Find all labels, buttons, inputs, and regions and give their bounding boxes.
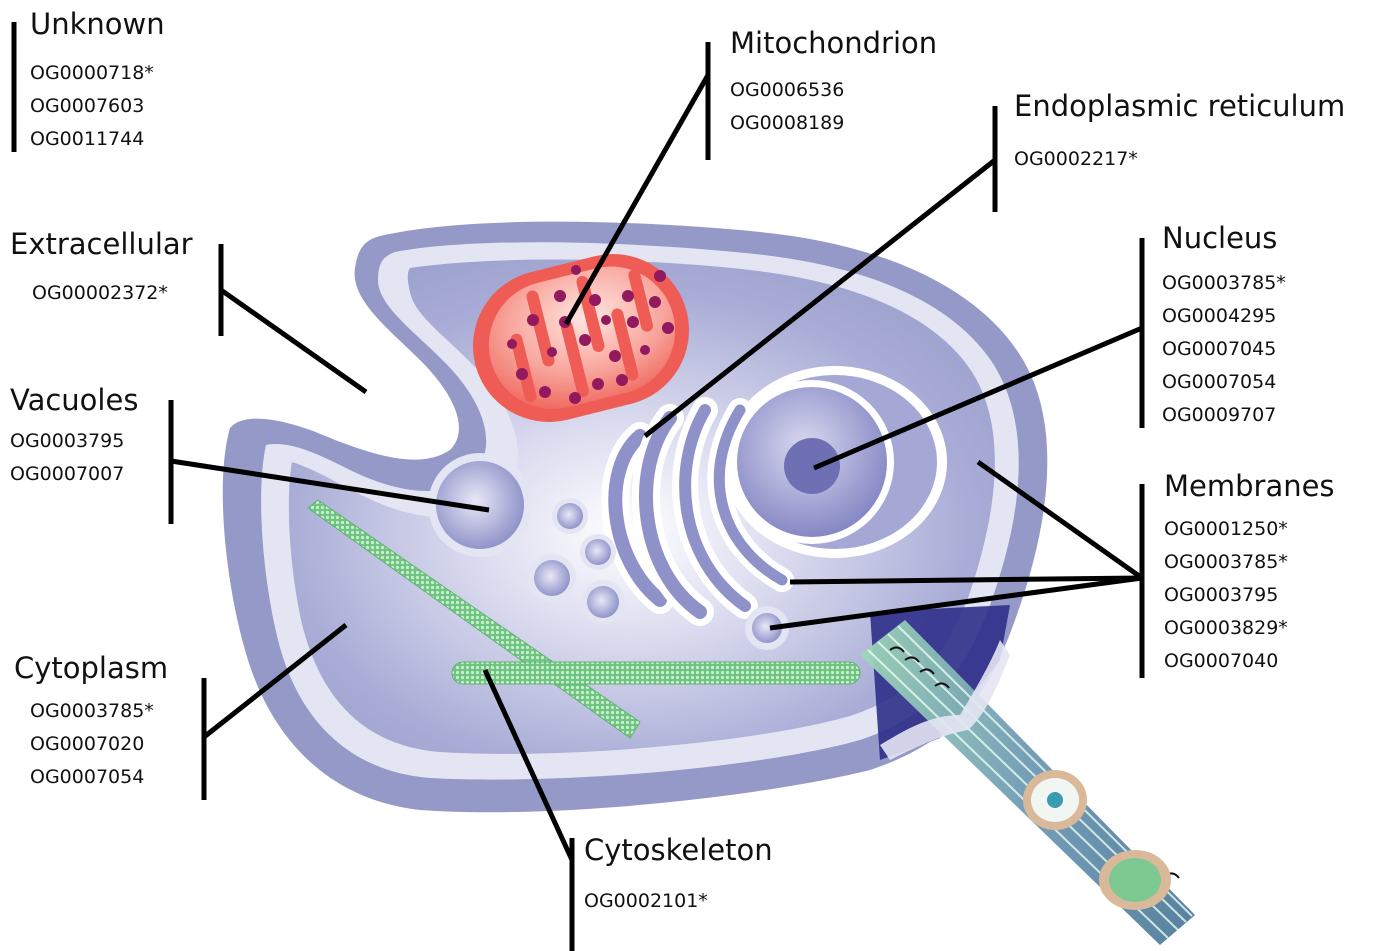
compartment-title: Unknown — [30, 10, 165, 39]
id-item: OG0007040 — [1164, 645, 1335, 678]
label-unknown: Unknown OG0000718* OG0007603 OG0011744 — [30, 10, 165, 156]
id-item: OG0007054 — [30, 761, 168, 794]
compartment-title: Cytoplasm — [14, 654, 168, 683]
id-list: OG0003795 OG0007007 — [10, 425, 138, 491]
compartment-title: Membranes — [1164, 472, 1335, 501]
label-cytoplasm: Cytoplasm OG0003785* OG0007020 OG0007054 — [14, 654, 168, 794]
id-item: OG0007054 — [1162, 366, 1286, 399]
id-item: OG0001250* — [1164, 513, 1335, 546]
id-item: OG0003785* — [1164, 546, 1335, 579]
id-item: OG0003795 — [1164, 579, 1335, 612]
compartment-title: Nucleus — [1162, 224, 1286, 253]
id-list: OG0002217* — [1014, 143, 1345, 176]
id-item: OG0003795 — [10, 425, 138, 458]
id-item: OG0007045 — [1162, 333, 1286, 366]
id-item: OG0009707 — [1162, 399, 1286, 432]
id-item: OG0007603 — [30, 90, 165, 123]
id-item: OG0007020 — [30, 728, 168, 761]
id-item: OG0007007 — [10, 458, 138, 491]
id-list: OG0000718* OG0007603 OG0011744 — [30, 57, 165, 156]
id-list: OG00002372* — [32, 277, 193, 310]
id-item: OG0003785* — [1162, 267, 1286, 300]
id-item: OG0002217* — [1014, 143, 1345, 176]
label-membranes: Membranes OG0001250* OG0003785* OG000379… — [1164, 472, 1335, 678]
label-cytoskeleton: Cytoskeleton OG0002101* — [584, 836, 773, 918]
compartment-title: Mitochondrion — [730, 29, 937, 58]
id-list: OG0002101* — [584, 885, 773, 918]
compartment-title: Extracellular — [10, 230, 193, 259]
label-mitochondrion: Mitochondrion OG0006536 OG0008189 — [730, 29, 937, 140]
id-item: OG0003829* — [1164, 612, 1335, 645]
id-item: OG0000718* — [30, 57, 165, 90]
label-vacuoles: Vacuoles OG0003795 OG0007007 — [10, 386, 138, 491]
id-item: OG0011744 — [30, 123, 165, 156]
id-item: OG0006536 — [730, 74, 937, 107]
id-item: OG00002372* — [32, 277, 193, 310]
label-nucleus: Nucleus OG0003785* OG0004295 OG0007045 O… — [1162, 224, 1286, 432]
compartment-title: Vacuoles — [10, 386, 138, 415]
compartment-title: Cytoskeleton — [584, 836, 773, 865]
id-list: OG0006536 OG0008189 — [730, 74, 937, 140]
id-list: OG0003785* OG0007020 OG0007054 — [30, 695, 168, 794]
label-extracellular: Extracellular OG00002372* — [10, 230, 193, 310]
nucleus-shape — [723, 366, 947, 558]
id-item: OG0002101* — [584, 885, 773, 918]
flagellum-shape — [860, 605, 1195, 945]
id-item: OG0003785* — [30, 695, 168, 728]
id-item: OG0008189 — [730, 107, 937, 140]
id-item: OG0004295 — [1162, 300, 1286, 333]
compartment-title: Endoplasmic reticulum — [1014, 92, 1345, 121]
id-list: OG0003785* OG0004295 OG0007045 OG0007054… — [1162, 267, 1286, 432]
id-list: OG0001250* OG0003785* OG0003795 OG000382… — [1164, 513, 1335, 678]
label-endoplasmic-reticulum: Endoplasmic reticulum OG0002217* — [1014, 92, 1345, 176]
